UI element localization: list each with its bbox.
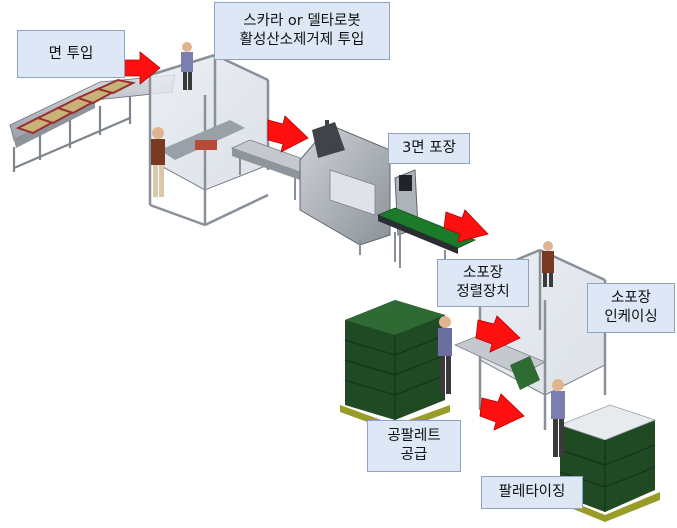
label-pallet-line2: 공급: [400, 447, 428, 463]
arrow-4-icon: [475, 315, 521, 353]
arrow-3-icon: [443, 209, 489, 243]
transfer-conveyor: [230, 139, 322, 200]
label-noodle-input: 면 투입: [17, 30, 125, 78]
noodle-trays: [15, 78, 137, 135]
label-incase-line2: 인케이싱: [604, 309, 658, 325]
empty-pallet-crate-stack: [340, 300, 450, 432]
arrow-1-icon: [123, 51, 161, 85]
label-incase-line1: 소포장: [610, 290, 652, 306]
three-side-packaging-machine: [299, 120, 419, 262]
noodle-input-conveyor: [9, 74, 176, 172]
arrow-2-icon: [267, 115, 309, 153]
arrow-5-icon: [479, 393, 525, 431]
label-palletizing: 팔레타이징: [481, 476, 583, 509]
workers: [151, 42, 565, 457]
worker-palletizing: [551, 379, 565, 457]
palletizing-stack: [556, 404, 660, 522]
worker-robot-cell: [151, 127, 165, 197]
label-pallet-line1: 공팔레트: [387, 428, 441, 444]
label-scara-line2: 활성산소제거제 투입: [239, 32, 365, 48]
label-align-line1: 소포장: [462, 265, 504, 281]
label-three-side-pack: 3면 포장: [388, 133, 470, 164]
label-align-line2: 정렬장치: [456, 284, 510, 300]
worker-noodle-input: [181, 42, 193, 90]
label-scara-line1: 스카라 or 델타로봇: [243, 13, 361, 29]
flow-arrows: [123, 51, 525, 431]
worker-packaging: [542, 241, 554, 287]
worker-empty-pallet: [438, 316, 452, 394]
